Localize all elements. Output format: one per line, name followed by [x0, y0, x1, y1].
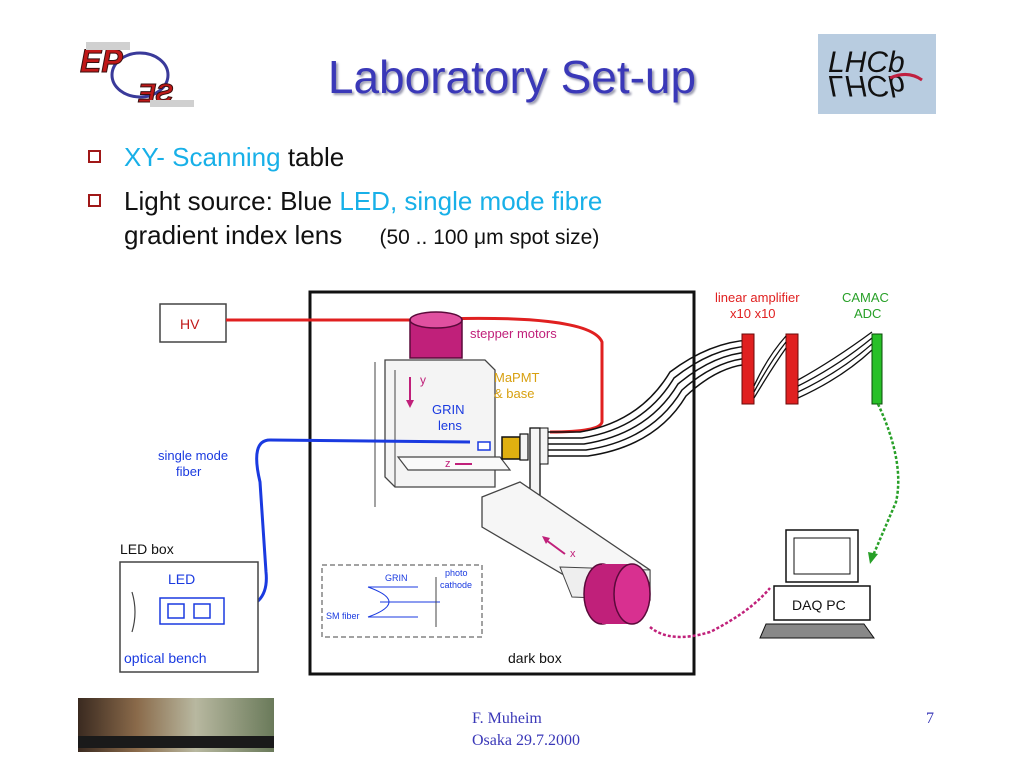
camac-adc: [871, 333, 883, 405]
hv-label: HV: [180, 316, 200, 332]
svg-text:lens: lens: [438, 418, 462, 433]
svg-text:x10 x10: x10 x10: [730, 306, 776, 321]
svg-text:photo: photo: [445, 568, 468, 578]
y-axis-label: y: [420, 373, 426, 387]
bullet-item-light-source: Light source: Blue LED, single mode fibr…: [88, 184, 788, 255]
svg-text:LHCb: LHCb: [828, 69, 905, 102]
stepper-motors-label: stepper motors: [470, 326, 557, 341]
page-title: Laboratory Set-up: [327, 51, 697, 103]
led-mount: [159, 597, 225, 625]
bullet-box-icon: [88, 150, 101, 163]
amplifier-1: [741, 333, 755, 405]
grin-lens-icon: [477, 441, 491, 451]
svg-text:GRIN: GRIN: [432, 402, 465, 417]
svg-text:ADC: ADC: [854, 306, 881, 321]
svg-text:linear amplifier: linear amplifier: [715, 290, 800, 305]
svg-text:fiber: fiber: [176, 464, 202, 479]
bullet-list: XY- Scanning table Light source: Blue LE…: [88, 140, 788, 265]
dark-box-label: dark box: [508, 650, 562, 666]
z-platform: [396, 456, 512, 471]
bullet-item-scanning: XY- Scanning table: [88, 140, 788, 174]
svg-text:cathode: cathode: [440, 580, 472, 590]
daq-pc-label: DAQ PC: [792, 597, 846, 613]
svg-text:z: z: [445, 458, 451, 470]
adc-cable: [870, 403, 900, 559]
mapmt-body: [501, 436, 521, 460]
svg-text:MaPMT: MaPMT: [494, 370, 540, 385]
bullet-box-icon: [88, 194, 101, 207]
lhcb-logo-text: LHCb: [828, 46, 905, 79]
footer-venue: Osaka 29.7.2000: [472, 732, 580, 749]
svg-text:single mode: single mode: [158, 448, 228, 463]
motor-cable: [649, 587, 771, 639]
svg-text:x: x: [570, 548, 576, 560]
footer-author: F. Muheim: [472, 710, 542, 727]
setup-diagram: dark box HV stepper motors y GRIN lens z…: [119, 290, 900, 676]
svg-text:& base: & base: [494, 386, 534, 401]
signal-cable: [548, 339, 751, 457]
ep-logo: EP ƎƧ: [78, 40, 208, 110]
vertical-stage: [384, 359, 496, 488]
amplifier-2: [785, 333, 799, 405]
lhcb-logo: LHCb LHCb: [818, 34, 936, 114]
inset-frame: [321, 564, 483, 638]
hv-cable: [226, 316, 604, 434]
led-box-label: LED box: [120, 541, 174, 557]
page-number: 7: [926, 710, 934, 727]
daq-computer: [773, 585, 871, 621]
daq-keyboard: [759, 623, 875, 639]
svg-text:SM fiber: SM fiber: [326, 611, 360, 621]
footer-banner-image: [78, 698, 274, 752]
svg-text:GRIN: GRIN: [385, 573, 408, 583]
dark-box-frame: [308, 290, 696, 676]
svg-text:CAMAC: CAMAC: [842, 290, 889, 305]
hv-box: [159, 303, 227, 343]
svg-text:LED: LED: [168, 571, 195, 587]
svg-text:optical bench: optical bench: [124, 650, 207, 666]
